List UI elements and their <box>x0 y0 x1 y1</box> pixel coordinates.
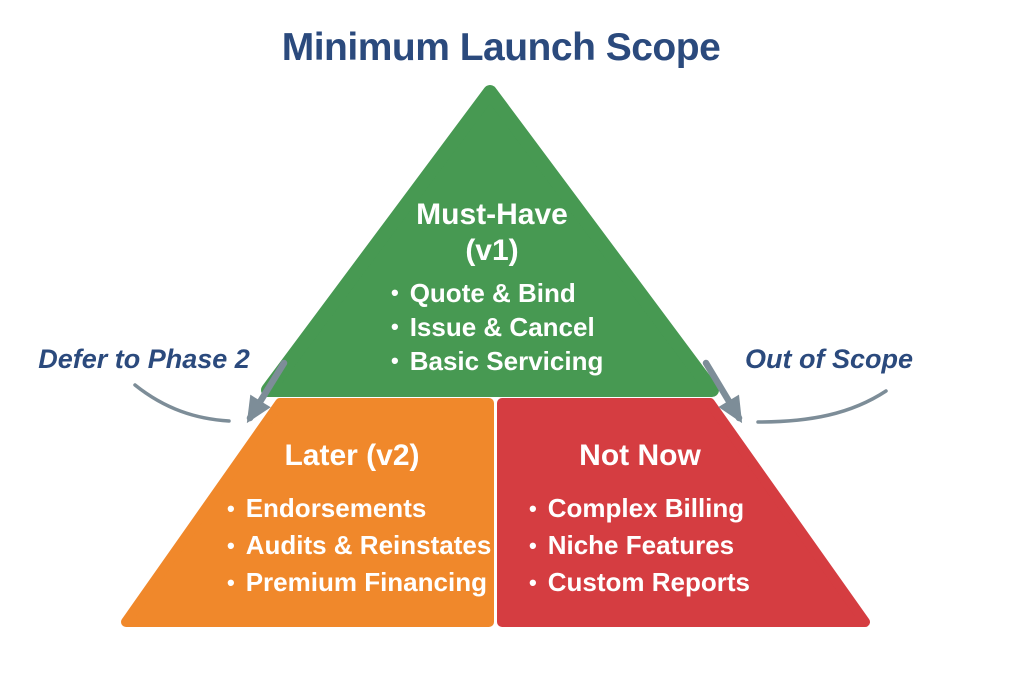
out-of-scope-arrow-icon <box>702 359 743 424</box>
out-of-scope-annotation: Out of Scope <box>745 344 913 374</box>
defer-arrow-icon <box>246 359 288 424</box>
bullet-icon: • <box>391 314 399 339</box>
list-item: • Audits & Reinstates <box>227 527 491 564</box>
list-item: • Endorsements <box>227 490 491 527</box>
bullet-icon: • <box>227 570 235 595</box>
bullet-label: Basic Servicing <box>409 346 604 376</box>
later-heading: Later (v2) <box>284 439 420 472</box>
bullet-icon: • <box>391 348 399 373</box>
not-now-list: • Complex Billing • Niche Features • Cus… <box>529 490 750 601</box>
must-have-heading-line2: (v1) <box>465 234 519 267</box>
bullet-icon: • <box>227 496 235 521</box>
list-item: • Complex Billing <box>529 490 750 527</box>
list-item: • Niche Features <box>529 527 750 564</box>
bullet-label: Niche Features <box>547 530 735 560</box>
bullet-label: Issue & Cancel <box>409 312 595 342</box>
bullet-label: Quote & Bind <box>409 278 576 308</box>
later-list: • Endorsements • Audits & Reinstates • P… <box>227 490 491 601</box>
bullet-label: Premium Financing <box>245 567 487 597</box>
defer-annotation: Defer to Phase 2 <box>38 344 250 374</box>
must-have-triangle <box>261 85 719 397</box>
must-have-heading-line1: Must-Have <box>416 198 568 231</box>
list-item: • Quote & Bind <box>391 276 603 310</box>
bullet-label: Endorsements <box>245 493 427 523</box>
list-item: • Premium Financing <box>227 564 491 601</box>
page-title: Minimum Launch Scope <box>281 26 721 69</box>
bullet-label: Complex Billing <box>547 493 745 523</box>
list-item: • Basic Servicing <box>391 344 603 378</box>
bullet-icon: • <box>227 533 235 558</box>
bullet-icon: • <box>529 570 537 595</box>
list-item: • Custom Reports <box>529 564 750 601</box>
must-have-heading: Must-Have (v1) <box>416 197 568 269</box>
must-have-list: • Quote & Bind • Issue & Cancel • Basic … <box>391 276 603 378</box>
bullet-label: Custom Reports <box>547 567 750 597</box>
not-now-trapezoid <box>497 398 870 627</box>
defer-swoosh-line <box>133 383 231 423</box>
bullet-icon: • <box>529 533 537 558</box>
bullet-label: Audits & Reinstates <box>245 530 492 560</box>
out-of-scope-swoosh-line <box>756 389 888 424</box>
later-trapezoid <box>121 398 494 627</box>
list-item: • Issue & Cancel <box>391 310 603 344</box>
bullet-icon: • <box>529 496 537 521</box>
not-now-heading: Not Now <box>579 439 701 472</box>
bullet-icon: • <box>391 280 399 305</box>
